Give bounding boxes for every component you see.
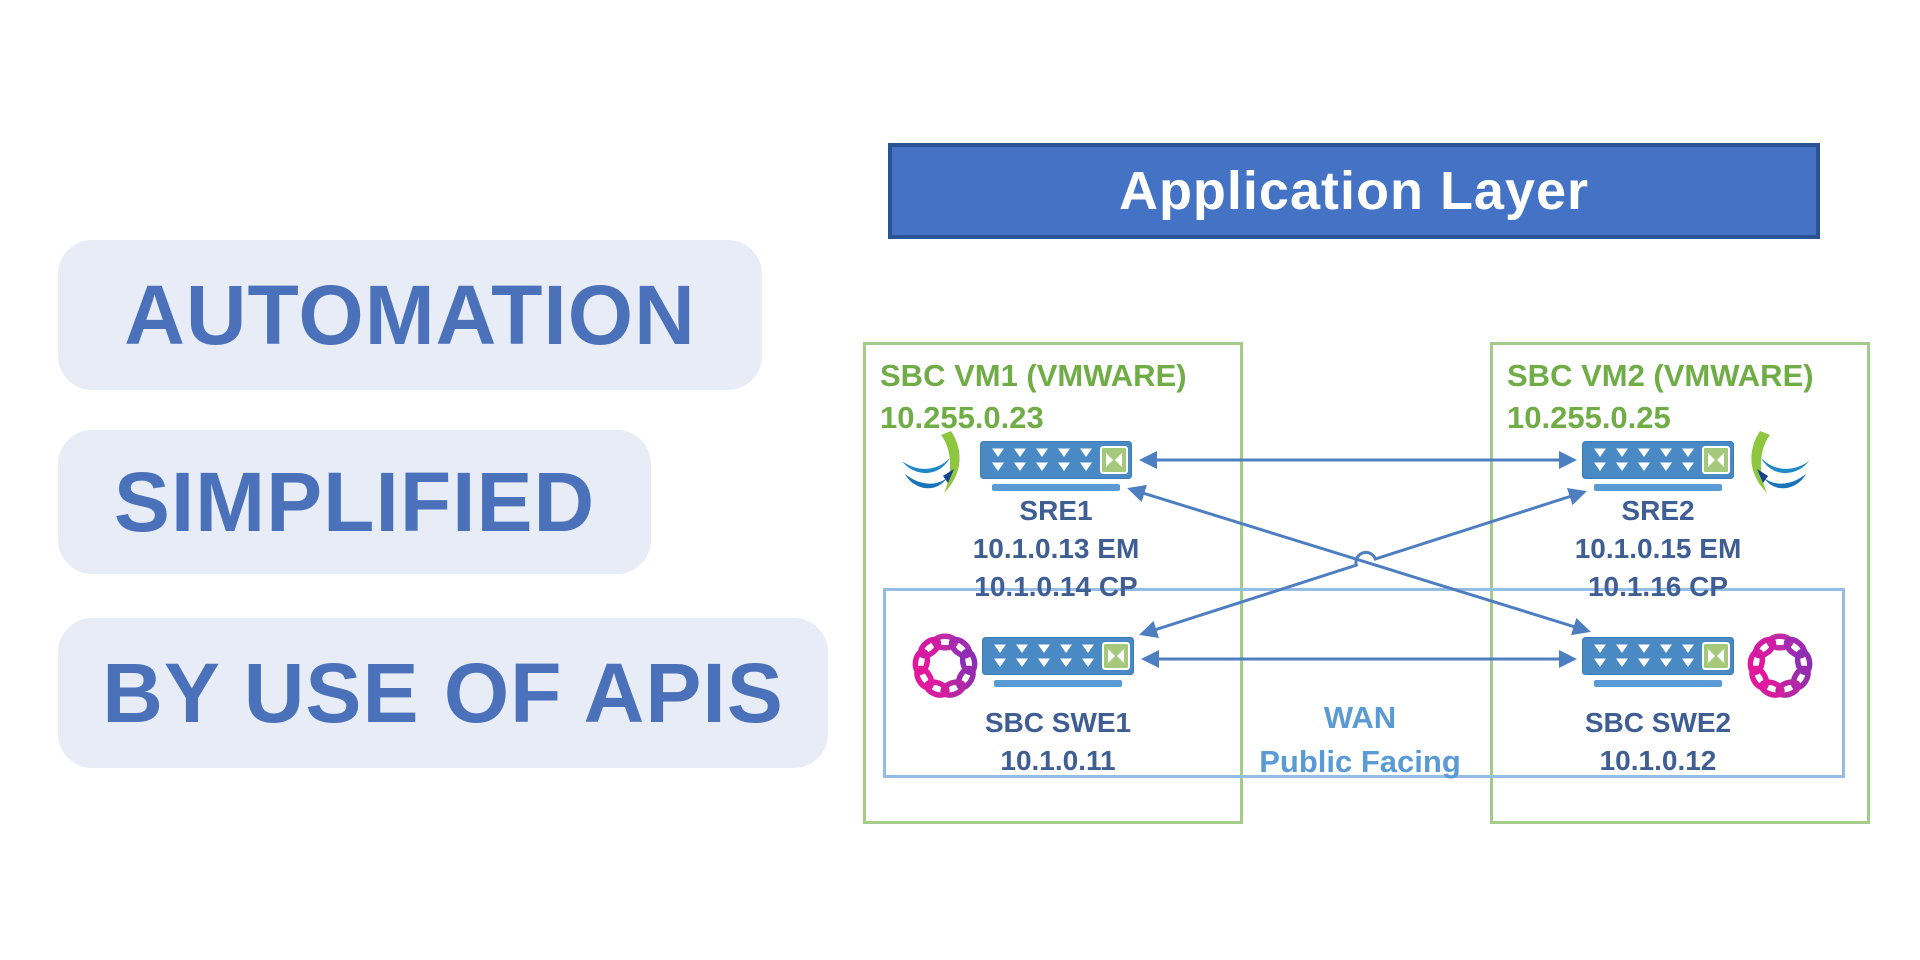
node-ip-cp: 10.1.16 CP (1587, 571, 1729, 602)
headline-text: AUTOMATION (124, 267, 696, 362)
wan-title: WAN (1323, 700, 1397, 735)
node-ip-cp: 10.1.0.14 CP (974, 571, 1138, 602)
node-name: SBC SWE1 (984, 707, 1132, 738)
wan-label: WAN Public Facing (1258, 696, 1462, 784)
link-ring-logo-icon (909, 630, 981, 702)
node-name: SRE2 (1621, 495, 1695, 526)
network-appliance-icon (980, 441, 1132, 479)
node-ip: 10.1.0.11 (1000, 745, 1116, 776)
node-ip-em: 10.1.0.15 EM (1574, 533, 1742, 564)
node-name: SBC SWE2 (1584, 707, 1732, 738)
sbc-vm1-box: SBC VM1 (VMWARE) 10.255.0.23 (863, 342, 1243, 824)
node-name: SRE1 (1019, 495, 1093, 526)
headline-text: SIMPLIFIED (113, 454, 596, 549)
application-layer-header: Application Layer (888, 143, 1820, 239)
headline-pill-by-use-of-apis: BY USE OF APIS (58, 618, 828, 768)
application-layer-title: Application Layer (1118, 161, 1590, 221)
ribbon-swoosh-logo-icon (1751, 431, 1809, 493)
vm-name: SBC VM1 (VMWARE) (880, 358, 1187, 393)
node-ip: 10.1.0.12 (1599, 745, 1717, 776)
ribbon-swoosh-logo-icon (902, 431, 960, 493)
wan-subtitle: Public Facing (1259, 744, 1461, 779)
appliance-base (1594, 484, 1722, 491)
headline-text: BY USE OF APIS (102, 645, 784, 740)
sbc-vm2-label: SBC VM2 (VMWARE) 10.255.0.25 (1507, 355, 1867, 439)
appliance-base (1594, 680, 1722, 687)
network-appliance-icon (982, 637, 1134, 675)
node-label-swe1: SBC SWE1 10.1.0.11 (958, 704, 1158, 780)
node-ip-em: 10.1.0.13 EM (972, 533, 1140, 564)
vm-ip: 10.255.0.25 (1507, 400, 1671, 435)
sbc-vm1-label: SBC VM1 (VMWARE) 10.255.0.23 (880, 355, 1240, 439)
network-appliance-icon (1582, 637, 1734, 675)
headline-pill-simplified: SIMPLIFIED (58, 430, 651, 574)
node-label-sre2: SRE2 10.1.0.15 EM 10.1.16 CP (1558, 492, 1758, 606)
node-label-swe2: SBC SWE2 10.1.0.12 (1558, 704, 1758, 780)
network-appliance-icon (1582, 441, 1734, 479)
appliance-base (992, 484, 1120, 491)
node-label-sre1: SRE1 10.1.0.13 EM 10.1.0.14 CP (956, 492, 1156, 606)
vm-name: SBC VM2 (VMWARE) (1507, 358, 1814, 393)
appliance-base (994, 680, 1122, 687)
link-ring-logo-icon (1744, 630, 1816, 702)
vm-ip: 10.255.0.23 (880, 400, 1044, 435)
headline-pill-automation: AUTOMATION (58, 240, 762, 390)
